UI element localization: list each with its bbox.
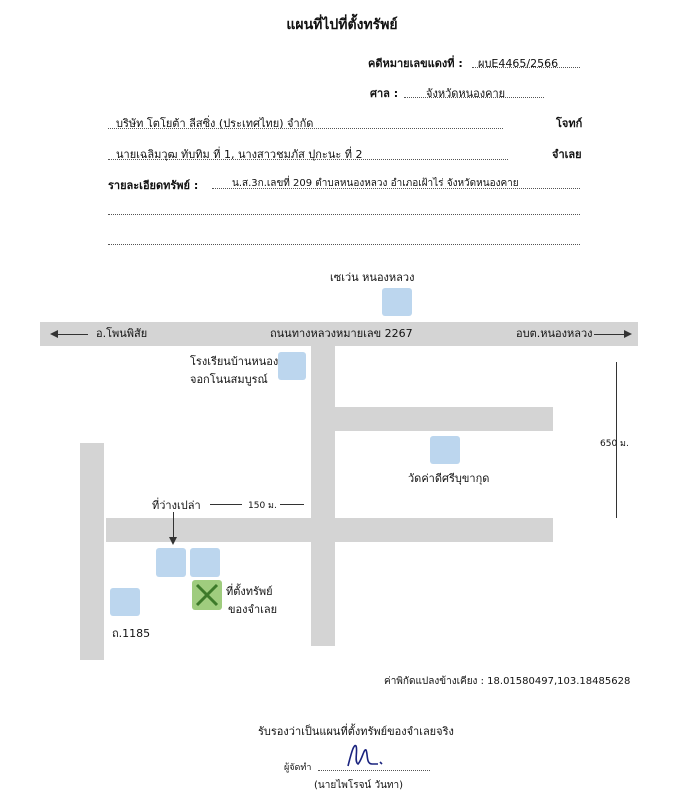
defendant-label: จำเลย — [552, 148, 582, 161]
road-name-label: ถนนทางหลวงหมายเลข 2267 — [270, 327, 413, 340]
distance-150-line-right — [280, 504, 304, 505]
court-label: ศาล : — [370, 87, 399, 100]
court-underline — [404, 97, 544, 98]
road-1185 — [80, 443, 104, 660]
school-label-line2: จอกโนนสมบูรณ์ — [190, 373, 268, 386]
distance-150-label: 150 ม. — [248, 501, 277, 511]
temple-building — [430, 436, 460, 464]
defendant-underline — [108, 159, 508, 160]
property-label: รายละเอียดทรัพย์ : — [108, 179, 199, 192]
plaintiff-underline — [108, 128, 503, 129]
property-underline-3 — [108, 244, 580, 245]
signature-underline — [318, 770, 430, 771]
vacant-land-arrow-line — [173, 512, 174, 538]
school-label-line1: โรงเรียนบ้านหนอง — [190, 355, 279, 368]
upper-branch-road — [335, 407, 553, 431]
x-mark-icon — [195, 583, 219, 607]
signature-mark — [347, 744, 383, 767]
lower-branch-road — [106, 518, 553, 542]
distance-650-label: 650 ม. — [600, 439, 629, 449]
property-detail: น.ส.3ก.เลขที่ 209 ตำบลหนองหลวง อำเภอเฝ้า… — [232, 178, 519, 189]
vertical-road — [311, 346, 335, 646]
top-landmark-label: เซเว่น หนองหลวง — [330, 271, 415, 284]
plaintiff-label: โจทก์ — [556, 117, 583, 130]
road-1185-building — [110, 588, 140, 616]
right-direction-label: อบต.หนองหลวง — [516, 327, 593, 340]
property-underline-2 — [108, 214, 580, 215]
seven-eleven-building — [382, 288, 412, 316]
court-value: จังหวัดหนองคาย — [426, 87, 506, 100]
right-arrow-line — [594, 334, 624, 335]
left-direction-label: อ.โพนพิสัย — [96, 327, 148, 340]
vacant-land-arrow-icon — [169, 537, 177, 545]
case-number-underline — [472, 67, 580, 68]
distance-150-line-left — [210, 504, 242, 505]
maker-label: ผู้จัดทำ — [284, 763, 312, 773]
page-title: แผนที่ไปที่ตั้งทรัพย์ — [286, 17, 398, 33]
vacant-land-label: ที่ว่างเปล่า — [152, 499, 201, 512]
site-label-line2: ของจำเลย — [228, 603, 278, 616]
plaintiff-name: บริษัท โตโยต้า ลีสซิ่ง (ประเทศไทย) จำกัด — [116, 117, 314, 130]
road-1185-label: ถ.1185 — [112, 627, 151, 640]
temple-label: วัดค่าดีศรีบุขากุด — [408, 472, 490, 485]
property-underline-1 — [212, 188, 580, 189]
property-site-marker — [192, 580, 222, 610]
coordinates-text: ค่าพิกัดแปลงข้างเคียง : 18.01580497,103.… — [384, 676, 631, 687]
left-arrow-icon — [50, 330, 58, 338]
vacant-plot — [156, 548, 186, 577]
left-arrow-line — [56, 334, 88, 335]
certification-text: รับรองว่าเป็นแผนที่ตั้งทรัพย์ของจำเลยจริ… — [258, 725, 454, 738]
case-number-label: คดีหมายเลขแดงที่ : — [368, 57, 463, 70]
site-label-line1: ที่ตั้งทรัพย์ — [226, 585, 273, 598]
main-highway-road — [40, 322, 638, 346]
distance-650-line — [616, 362, 617, 518]
right-arrow-icon — [624, 330, 632, 338]
maker-name: (นายไพโรจน์ วันทา) — [314, 780, 404, 791]
neighbor-plot — [190, 548, 220, 577]
school-building — [278, 352, 306, 380]
case-number-value: ผบE4465/2566 — [478, 57, 559, 70]
defendant-name: นายเฉลิมวุฒ ทับทิม ที่ 1, นางสาวชมภัส ปุ… — [116, 148, 363, 161]
